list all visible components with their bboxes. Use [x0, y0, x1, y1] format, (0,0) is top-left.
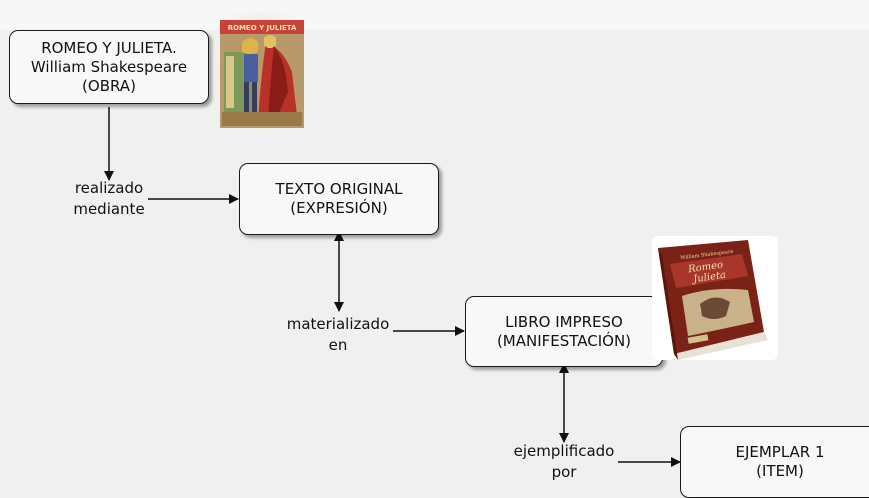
relation-ejemplificado-por: ejemplificado por [506, 441, 622, 483]
relation-realizado-mediante: realizado mediante [60, 178, 158, 220]
relation-materializado-en: materializado en [280, 314, 396, 356]
node-item-line2: (ITEM) [756, 462, 804, 480]
node-expresion-line1: TEXTO ORIGINAL [275, 180, 403, 198]
relation-materializado-line2: en [328, 336, 348, 354]
node-obra: ROMEO Y JULIETA. William Shakespeare (OB… [9, 30, 209, 104]
node-item: EJEMPLAR 1 (ITEM) [680, 426, 869, 498]
relation-ejemplificado-line2: por [551, 463, 577, 481]
poster-title: ROMEO Y JULIETA [228, 24, 297, 32]
node-item-line1: EJEMPLAR 1 [735, 443, 825, 461]
node-manifestacion-line1: LIBRO IMPRESO [505, 312, 623, 331]
relation-realizado-line2: mediante [73, 200, 145, 218]
relation-ejemplificado-line1: ejemplificado [513, 442, 615, 460]
top-band [0, 0, 869, 30]
node-obra-line1: ROMEO Y JULIETA. [41, 38, 177, 57]
node-expresion-line2: (EXPRESIÓN) [290, 199, 388, 217]
relation-materializado-line1: materializado [286, 315, 390, 333]
node-expresion: TEXTO ORIGINAL (EXPRESIÓN) [239, 163, 439, 235]
node-obra-line2: William Shakespeare [30, 57, 188, 76]
book-title-line2: Julieta [691, 270, 727, 286]
printed-book-image: William Shakespeare Romeo Julieta [652, 236, 778, 360]
node-manifestacion-line2: (MANIFESTACIÓN) [496, 331, 632, 350]
relation-realizado-line1: realizado [74, 179, 144, 197]
node-obra-line3: (OBRA) [82, 76, 136, 95]
book-title-line1: Romeo [687, 260, 724, 276]
romeo-juliet-poster-image: ROMEO Y JULIETA [214, 12, 308, 134]
node-manifestacion: LIBRO IMPRESO (MANIFESTACIÓN) [465, 296, 663, 367]
